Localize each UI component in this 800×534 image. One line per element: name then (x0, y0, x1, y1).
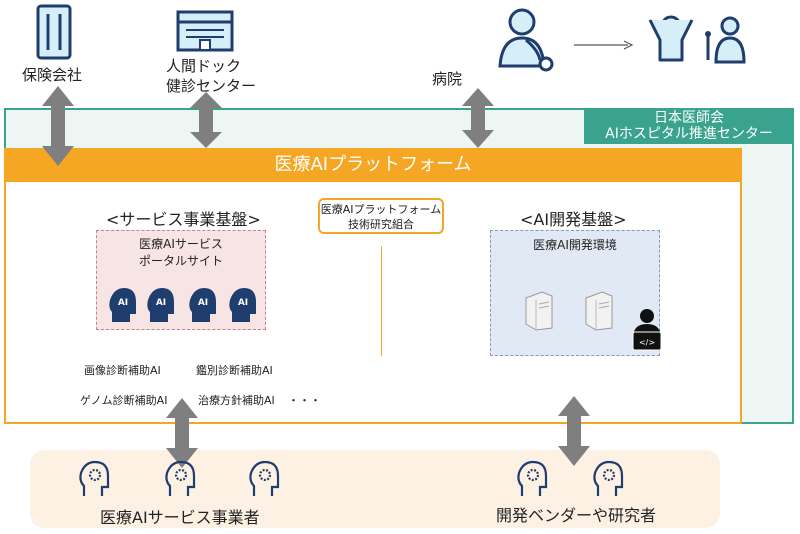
ai-head-icon: AI (147, 288, 174, 322)
patient-cheering-icon (648, 15, 694, 62)
double-arrow-dev (558, 396, 590, 466)
jma-line1: 日本医師会 (654, 110, 724, 126)
patient-icon (705, 16, 746, 64)
section-divider (381, 246, 382, 356)
jma-label: 日本医師会 AIホスピタル推進センター (584, 108, 794, 144)
jma-line2: AIホスピタル推進センター (605, 126, 773, 142)
consortium-box: 医療AIプラットフォーム 技術研究組合 (318, 198, 444, 234)
clinic-building-icon (176, 10, 234, 52)
server-icon (525, 291, 553, 331)
dock-line1: 人間ドック (166, 57, 242, 75)
developer-laptop-icon: </> (632, 309, 662, 351)
hospital-label: 病院 (432, 70, 463, 88)
insurance-label: 保険会社 (22, 66, 83, 84)
service-item-treatment: 治療方針補助AI (198, 394, 275, 407)
gear-head-icon (517, 460, 548, 496)
service-item-differential: 鑑別診断補助AI (196, 364, 273, 377)
dev-env-title: 医療AI開発環境 (533, 238, 617, 252)
ai-badge: AI (198, 298, 208, 308)
ai-head-icon: AI (229, 288, 256, 322)
portal-line2: ポータルサイト (138, 254, 223, 268)
ai-badge: AI (156, 298, 166, 308)
dev-env-box[interactable] (490, 230, 660, 356)
doctor-icon (498, 8, 554, 72)
ai-badge: AI (118, 298, 128, 308)
service-item-genome: ゲノム診断補助AI (80, 394, 168, 407)
ai-badge: AI (238, 298, 248, 308)
portal-line1: 医療AIサービス (139, 237, 223, 251)
code-glyph: </> (639, 338, 655, 347)
gear-head-icon (165, 460, 196, 496)
arrow-right-icon (574, 40, 634, 50)
gear-head-icon (79, 460, 110, 496)
portal-title: 医療AIサービス ポータルサイト (96, 236, 266, 270)
vendor-researcher-label: 開発ベンダーや研究者 (496, 506, 657, 525)
service-title: <サービス事業基盤> (106, 210, 261, 229)
service-item-image: 画像診断補助AI (84, 364, 161, 377)
double-arrow-service (166, 398, 198, 468)
dev-title: <AI開発基盤> (520, 210, 627, 229)
double-arrow-insurance (42, 86, 74, 166)
server-icon (585, 291, 613, 331)
service-item-ellipsis: ・・・ (288, 394, 321, 407)
consortium-line1: 医療AIプラットフォーム (320, 203, 442, 216)
building-icon (36, 4, 72, 60)
ai-head-icon: AI (109, 288, 136, 322)
ai-head-icon: AI (189, 288, 216, 322)
gear-head-icon (593, 460, 624, 496)
double-arrow-hospital (462, 88, 494, 148)
dock-label: 人間ドック 健診センター (166, 56, 256, 96)
gear-head-icon (249, 460, 280, 496)
consortium-line2: 技術研究組合 (348, 218, 414, 231)
dock-line2: 健診センター (166, 77, 257, 95)
double-arrow-dock (190, 92, 222, 148)
platform-title: 医療AIプラットフォーム (4, 148, 742, 182)
service-provider-label: 医療AIサービス事業者 (100, 508, 260, 527)
